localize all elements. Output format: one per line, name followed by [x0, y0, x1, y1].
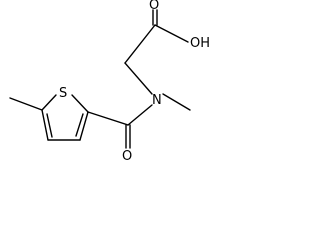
- bond-ring-c3-c2-inner: [75, 113, 84, 137]
- bond-ring-c3-c2: [79, 111, 89, 141]
- atom-label-carboxyl-o: O: [149, 0, 159, 13]
- molecule-canvas: O OH N S O: [9, 0, 210, 164]
- bond-ring-c2-s: [71, 94, 89, 113]
- bond-ring-s-c5: [41, 94, 57, 111]
- bond-ring-c5-c4-inner: [46, 113, 53, 138]
- bond-amide-c-thiophene: [87, 111, 129, 126]
- structure-diagram: O OH N S O: [9, 0, 210, 164]
- bond-ring-methyl: [9, 97, 43, 111]
- bond-n-amide-c: [127, 104, 153, 126]
- bond-ring-c5-c4: [41, 109, 49, 141]
- atom-label-amide-o: O: [122, 149, 132, 164]
- bond-n-ch2: [124, 62, 153, 95]
- bond-n-methyl: [162, 93, 191, 111]
- atom-label-sulfur: S: [59, 86, 67, 101]
- atom-label-nitrogen: N: [152, 93, 162, 108]
- atom-label-hydroxyl: OH: [190, 36, 210, 51]
- bond-cooh-c-oh: [154, 24, 189, 43]
- bond-ch2-cooh: [124, 24, 156, 64]
